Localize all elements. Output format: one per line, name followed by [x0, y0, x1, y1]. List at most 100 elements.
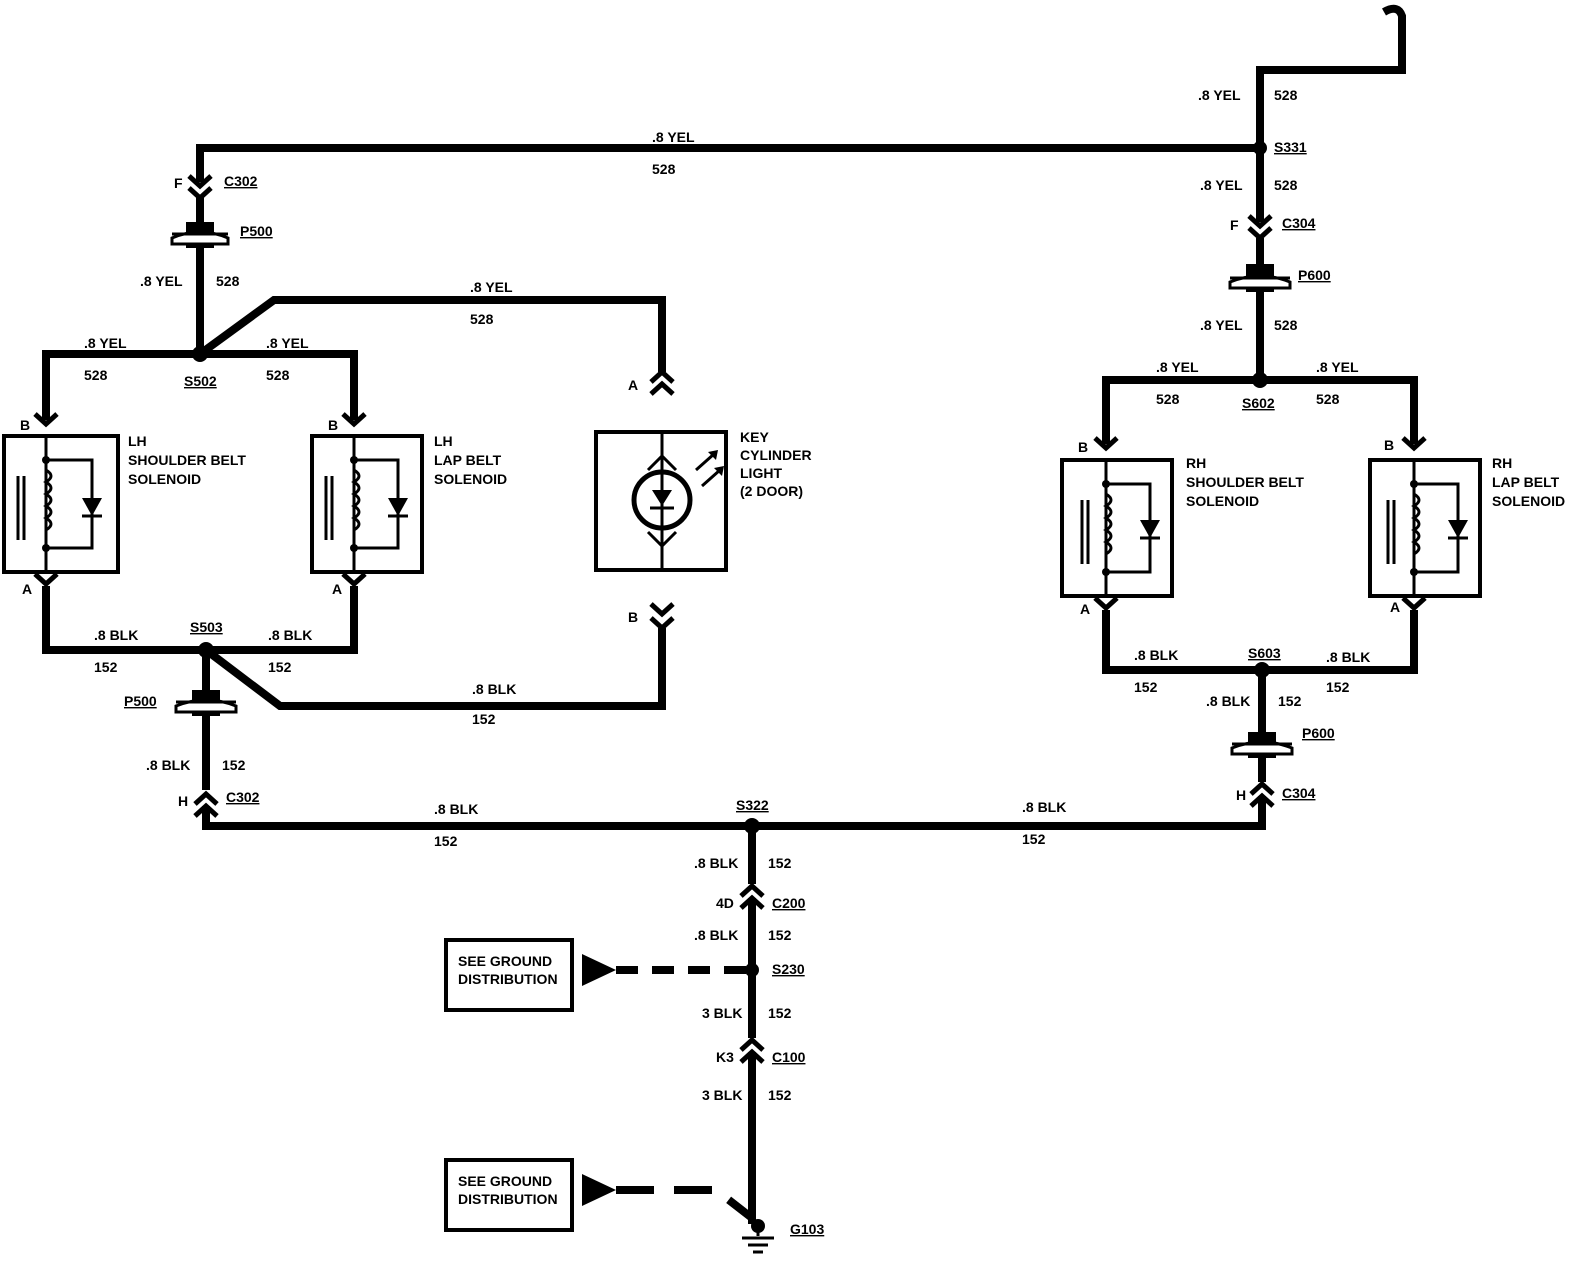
- rh-shoulder-solenoid: [1060, 458, 1174, 598]
- svg-text:S602: S602: [1242, 395, 1275, 411]
- svg-text:.8 YEL: .8 YEL: [1198, 87, 1241, 103]
- lh-shoulder-solenoid: [2, 434, 120, 574]
- svg-text:152: 152: [768, 855, 792, 871]
- svg-text:S331: S331: [1274, 139, 1307, 155]
- ground-distribution-ref-lower[interactable]: SEE GROUND DISTRIBUTION: [444, 1158, 616, 1232]
- svg-text:P600: P600: [1298, 267, 1331, 283]
- svg-text:152: 152: [768, 1087, 792, 1103]
- svg-text:152: 152: [472, 711, 496, 727]
- splice-s503-dot: [198, 642, 214, 658]
- grommet-p600-lower-icon: [1230, 732, 1294, 758]
- svg-text:SOLENOID: SOLENOID: [434, 471, 507, 487]
- svg-text:4D: 4D: [716, 895, 734, 911]
- ground-ref-label: SEE GROUND: [458, 953, 552, 969]
- svg-text:528: 528: [652, 161, 676, 177]
- svg-text:152: 152: [768, 1005, 792, 1021]
- svg-text:.8 BLK: .8 BLK: [146, 757, 190, 773]
- key-light-label: KEY CYLINDER LIGHT (2 DOOR): [740, 429, 812, 499]
- grommet-p500-lower-icon: [174, 690, 238, 716]
- splice-labels: S331 S502 S503 S602 S603 S322 S230 G103: [184, 139, 1307, 1237]
- lh-lap-solenoid: [310, 434, 424, 574]
- wire-yel-feed: [1256, 4, 1406, 148]
- svg-text:.8 BLK: .8 BLK: [1326, 649, 1370, 665]
- svg-text:.8 YEL: .8 YEL: [266, 335, 309, 351]
- svg-text:(2 DOOR): (2 DOOR): [740, 483, 803, 499]
- svg-text:LH: LH: [434, 433, 453, 449]
- svg-text:B: B: [628, 609, 638, 625]
- svg-text:528: 528: [84, 367, 108, 383]
- svg-text:152: 152: [222, 757, 246, 773]
- svg-text:152: 152: [94, 659, 118, 675]
- svg-text:3 BLK: 3 BLK: [702, 1005, 742, 1021]
- svg-text:C302: C302: [226, 789, 260, 805]
- svg-text:.8 YEL: .8 YEL: [652, 129, 695, 145]
- svg-text:SHOULDER BELT: SHOULDER BELT: [1186, 474, 1304, 490]
- svg-text:SOLENOID: SOLENOID: [1492, 493, 1565, 509]
- svg-text:.8 BLK: .8 BLK: [94, 627, 138, 643]
- wire-yel-s502-branches: [42, 296, 666, 420]
- svg-text:C304: C304: [1282, 785, 1316, 801]
- svg-text:.8 YEL: .8 YEL: [470, 279, 513, 295]
- wire-yel-s602-branches: [1102, 376, 1418, 444]
- svg-text:A: A: [22, 581, 32, 597]
- svg-text:S322: S322: [736, 797, 769, 813]
- grommet-p500-upper-icon: [170, 222, 230, 248]
- svg-text:528: 528: [266, 367, 290, 383]
- svg-text:528: 528: [1156, 391, 1180, 407]
- svg-text:S230: S230: [772, 961, 805, 977]
- svg-text:A: A: [628, 377, 638, 393]
- svg-text:.8 YEL: .8 YEL: [1156, 359, 1199, 375]
- svg-text:A: A: [1390, 599, 1400, 615]
- wire-blk-s503-to-c302: [202, 650, 752, 830]
- ground-ref-label: DISTRIBUTION: [458, 971, 558, 987]
- arrow-right-icon: [582, 954, 616, 986]
- svg-text:C100: C100: [772, 1049, 806, 1065]
- arrow-right-icon: [582, 1174, 616, 1206]
- svg-text:S603: S603: [1248, 645, 1281, 661]
- wire-yel-s331-to-c302: [196, 144, 1260, 182]
- svg-text:H: H: [1236, 787, 1246, 803]
- svg-text:SOLENOID: SOLENOID: [1186, 493, 1259, 509]
- grommet-p600-upper-icon: [1228, 264, 1292, 292]
- svg-text:A: A: [1080, 601, 1090, 617]
- svg-text:528: 528: [216, 273, 240, 289]
- svg-text:528: 528: [470, 311, 494, 327]
- svg-text:.8 BLK: .8 BLK: [1206, 693, 1250, 709]
- rh-lap-label: RH LAP BELT SOLENOID: [1492, 455, 1565, 509]
- svg-text:S502: S502: [184, 373, 217, 389]
- splice-s322-dot: [744, 818, 760, 834]
- splice-s230-dot: [745, 963, 759, 977]
- svg-text:.8 BLK: .8 BLK: [268, 627, 312, 643]
- svg-text:KEY: KEY: [740, 429, 769, 445]
- svg-text:.8 YEL: .8 YEL: [140, 273, 183, 289]
- svg-text:G103: G103: [790, 1221, 824, 1237]
- rh-shoulder-label: RH SHOULDER BELT SOLENOID: [1186, 455, 1304, 509]
- svg-text:528: 528: [1274, 317, 1298, 333]
- svg-text:528: 528: [1316, 391, 1340, 407]
- rh-lap-solenoid: [1368, 458, 1482, 598]
- svg-text:H: H: [178, 793, 188, 809]
- pin-labels: F F H H 4D K3 B A B A A B B A B A: [20, 175, 1400, 1065]
- svg-text:.8 YEL: .8 YEL: [84, 335, 127, 351]
- svg-text:B: B: [328, 417, 338, 433]
- connector-labels: C302 C304 C302 C304 C200 C100 P500 P500 …: [124, 173, 1335, 1065]
- ground-distribution-ref-upper[interactable]: SEE GROUND DISTRIBUTION: [444, 938, 616, 1012]
- svg-text:P500: P500: [240, 223, 273, 239]
- ground-ref-dashed-g103: [616, 1186, 755, 1222]
- svg-text:.8 BLK: .8 BLK: [694, 927, 738, 943]
- svg-text:.8 YEL: .8 YEL: [1316, 359, 1359, 375]
- svg-text:CYLINDER: CYLINDER: [740, 447, 812, 463]
- lh-lap-label: LH LAP BELT SOLENOID: [434, 433, 507, 487]
- svg-text:RH: RH: [1186, 455, 1206, 471]
- svg-text:528: 528: [1274, 177, 1298, 193]
- svg-text:P500: P500: [124, 693, 157, 709]
- svg-text:528: 528: [1274, 87, 1298, 103]
- svg-text:SOLENOID: SOLENOID: [128, 471, 201, 487]
- splice-s603-dot: [1254, 662, 1270, 678]
- svg-text:K3: K3: [716, 1049, 734, 1065]
- svg-text:RH: RH: [1492, 455, 1512, 471]
- ground-ref-label: SEE GROUND: [458, 1173, 552, 1189]
- svg-text:S503: S503: [190, 619, 223, 635]
- wire-blk-s503-branches: [42, 586, 666, 710]
